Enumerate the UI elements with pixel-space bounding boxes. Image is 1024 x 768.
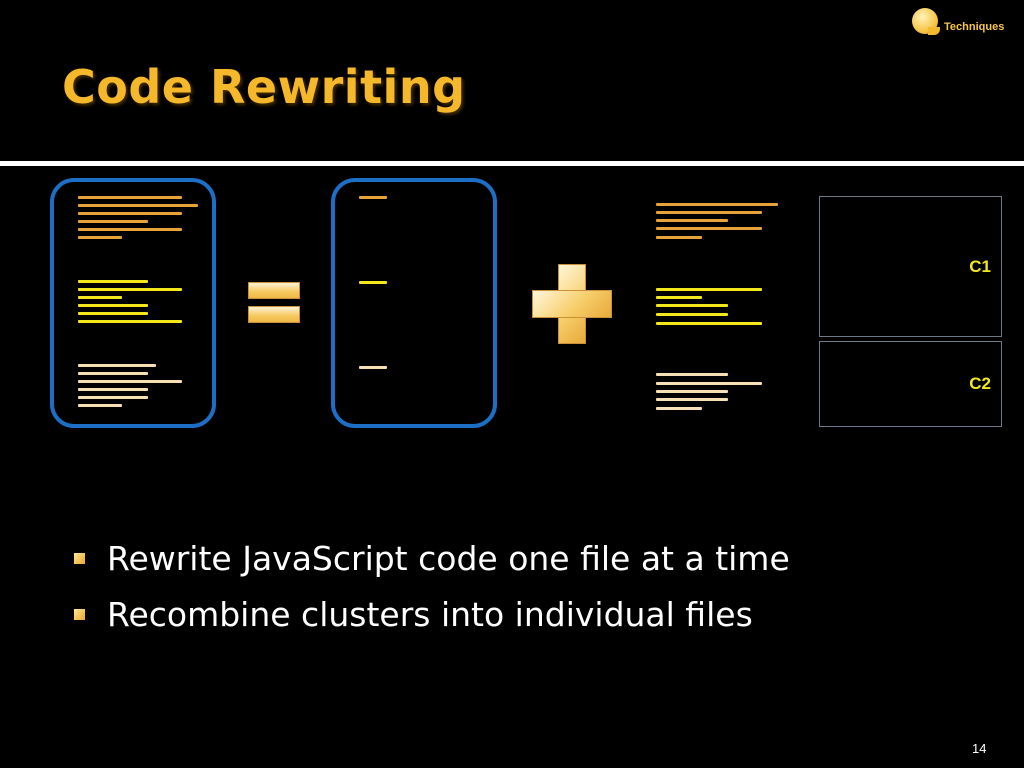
code-line bbox=[359, 281, 387, 284]
cluster-label: C2 bbox=[969, 374, 991, 393]
cluster-box-c1: C1 bbox=[819, 196, 1002, 337]
code-line bbox=[78, 196, 182, 199]
code-line bbox=[656, 227, 762, 230]
code-line bbox=[78, 312, 148, 315]
code-line bbox=[656, 390, 728, 393]
cluster-box-c2: C2 bbox=[819, 341, 1002, 427]
code-line bbox=[78, 396, 148, 399]
section-label: Techniques bbox=[944, 21, 1005, 33]
code-line bbox=[78, 288, 182, 291]
code-line bbox=[656, 398, 728, 401]
bullet-icon bbox=[74, 552, 85, 564]
code-line bbox=[78, 364, 156, 367]
bullet-icon bbox=[74, 608, 85, 620]
code-line bbox=[656, 304, 728, 307]
code-line bbox=[78, 236, 122, 239]
code-line bbox=[656, 373, 728, 376]
code-line bbox=[78, 372, 148, 375]
code-line bbox=[78, 280, 148, 283]
original-file-box bbox=[50, 178, 216, 428]
code-line bbox=[656, 382, 762, 385]
code-line bbox=[78, 204, 198, 207]
bullet-text: Rewrite JavaScript code one file at a ti… bbox=[107, 538, 790, 578]
page-number: 14 bbox=[972, 741, 987, 756]
list-item: Recombine clusters into individual files bbox=[74, 586, 790, 642]
section-logo-icon bbox=[912, 8, 940, 35]
code-line bbox=[656, 236, 702, 239]
code-line bbox=[656, 211, 762, 214]
rewritten-file-box bbox=[331, 178, 497, 428]
code-rewriting-diagram: C1 C2 bbox=[0, 170, 1024, 440]
code-line bbox=[656, 203, 778, 206]
plus-icon-horizontal bbox=[532, 290, 612, 318]
title-divider bbox=[0, 161, 1024, 166]
code-line bbox=[656, 288, 762, 291]
code-line bbox=[78, 404, 122, 407]
page-title: Code Rewriting bbox=[62, 60, 466, 114]
code-line bbox=[656, 322, 762, 325]
code-line bbox=[78, 296, 122, 299]
code-line bbox=[78, 228, 182, 231]
code-line bbox=[78, 304, 148, 307]
section-badge: Techniques bbox=[912, 8, 1005, 35]
plus-icon bbox=[532, 264, 612, 344]
code-line bbox=[359, 366, 387, 369]
equals-icon bbox=[248, 282, 300, 299]
cluster-label: C1 bbox=[969, 257, 991, 276]
code-line bbox=[359, 196, 387, 199]
code-line bbox=[78, 380, 182, 383]
code-line bbox=[78, 388, 148, 391]
code-line bbox=[78, 220, 148, 223]
bullet-list: Rewrite JavaScript code one file at a ti… bbox=[74, 530, 790, 642]
code-line bbox=[656, 407, 702, 410]
code-line bbox=[78, 320, 182, 323]
code-line bbox=[656, 313, 728, 316]
code-line bbox=[656, 219, 728, 222]
code-line bbox=[78, 212, 182, 215]
equals-icon bbox=[248, 306, 300, 323]
list-item: Rewrite JavaScript code one file at a ti… bbox=[74, 530, 790, 586]
bullet-text: Recombine clusters into individual files bbox=[107, 594, 753, 634]
code-line bbox=[656, 296, 702, 299]
